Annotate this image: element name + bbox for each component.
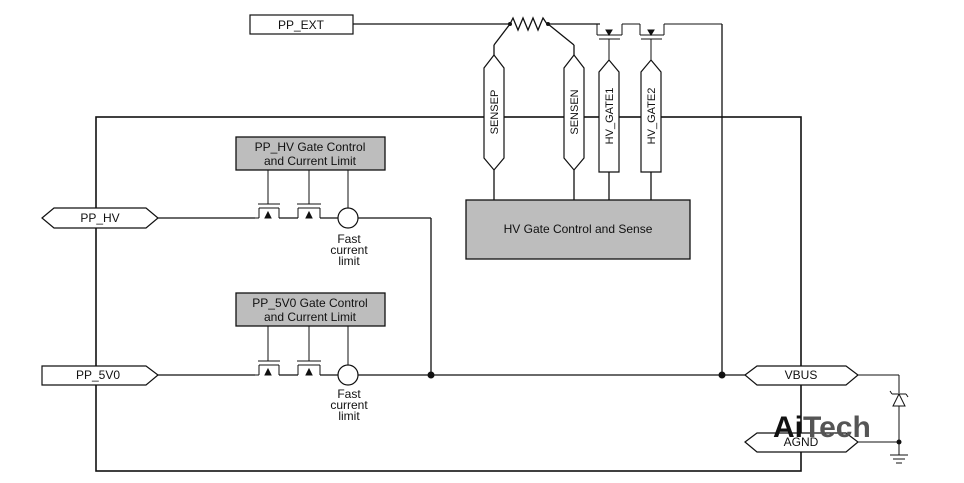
sensep-wire-top xyxy=(493,23,511,46)
agnd-label: AGND xyxy=(784,435,819,449)
hv-gate1-label: HV_GATE1 xyxy=(604,88,616,145)
sensen-label: SENSEN xyxy=(569,89,581,134)
vbus-port: VBUS xyxy=(744,365,859,386)
tvs-diode xyxy=(858,374,909,455)
pp-hv-gate-control-block: PP_HV Gate Control and Current Limit xyxy=(235,136,386,171)
hv-gate2-pin: HV_GATE2 xyxy=(640,59,662,173)
pp-5v0-port: PP_5V0 xyxy=(41,365,159,386)
pp-5v0-mosfet-2 xyxy=(297,326,321,376)
pp-5v0-mosfet-1 xyxy=(255,326,280,376)
hv-gate-sense-block: HV Gate Control and Sense xyxy=(465,199,691,260)
sensep-label: SENSEP xyxy=(489,90,501,135)
sensen-wire-top xyxy=(547,23,575,46)
pp-5v0-label: PP_5V0 xyxy=(76,368,120,382)
ground-junction-dot xyxy=(896,439,902,445)
pp-hv-current-sensor xyxy=(337,207,359,229)
pp-hv-label: PP_HV xyxy=(80,211,119,225)
pp-5v0-gate-ctrl-line1: PP_5V0 Gate Control xyxy=(252,296,367,310)
svg-text:Fast: Fast xyxy=(337,232,361,246)
pp-hv-mosfet-1 xyxy=(255,170,280,219)
svg-text:limit: limit xyxy=(338,409,360,423)
chip-outline xyxy=(95,116,802,472)
ground-icon xyxy=(890,454,908,464)
junction-dot-left xyxy=(427,371,435,379)
junction-dot-right xyxy=(718,371,726,379)
pp-hv-mosfet-2 xyxy=(297,170,321,219)
sense-resistor xyxy=(506,16,600,32)
hv-gate-sense-label: HV Gate Control and Sense xyxy=(504,222,653,236)
pp-5v0-gate-ctrl-line2: and Current Limit xyxy=(264,310,357,324)
svg-text:Fast: Fast xyxy=(337,387,361,401)
external-mosfet-1 xyxy=(596,23,640,60)
vbus-label: VBUS xyxy=(785,368,818,382)
sensen-pin: SENSEN xyxy=(563,54,585,171)
external-mosfet-2 xyxy=(639,23,722,60)
watermark-part2: Tech xyxy=(803,411,871,444)
sensep-pin: SENSEP xyxy=(483,54,505,171)
svg-text:current: current xyxy=(330,398,368,412)
pp-5v0-gate-control-block: PP_5V0 Gate Control and Current Limit xyxy=(235,292,386,327)
pp-5v0-fast-current-limit-label: Fast current limit xyxy=(330,387,368,423)
pp-hv-port: PP_HV xyxy=(41,207,159,229)
pp-ext-port: PP_EXT xyxy=(249,14,354,35)
pp-hv-gate-ctrl-line1: PP_HV Gate Control xyxy=(255,140,366,154)
svg-text:current: current xyxy=(330,243,368,257)
pp-ext-label: PP_EXT xyxy=(278,18,325,32)
aitech-watermark-logo: AiTech xyxy=(773,411,871,444)
watermark-part1: Ai xyxy=(773,411,803,444)
pp-5v0-current-sensor xyxy=(337,364,359,386)
hv-gate2-label: HV_GATE2 xyxy=(646,88,658,145)
svg-text:limit: limit xyxy=(338,254,360,268)
pp-hv-gate-ctrl-line2: and Current Limit xyxy=(264,154,357,168)
pp-hv-fast-current-limit-label: Fast current limit xyxy=(330,232,368,268)
agnd-port: AGND xyxy=(744,432,859,453)
hv-gate1-pin: HV_GATE1 xyxy=(598,59,620,173)
svg-text:AiTech: AiTech xyxy=(773,411,871,444)
